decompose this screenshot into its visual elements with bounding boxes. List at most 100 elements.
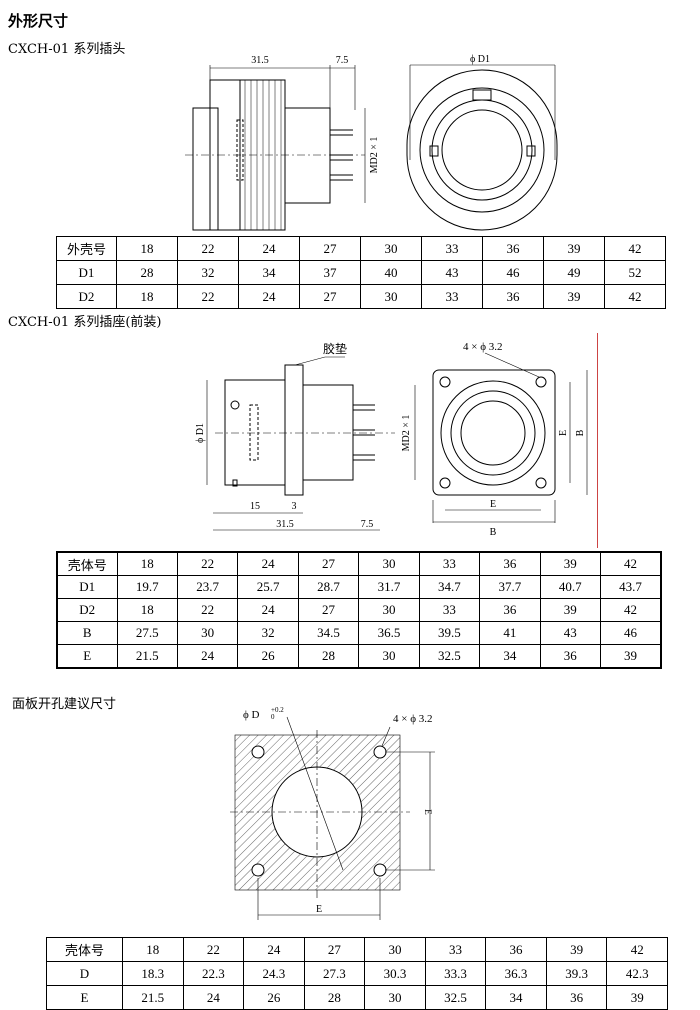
table-cell: 36: [482, 284, 544, 309]
table-cell: 33: [418, 598, 481, 622]
table-cell: 18: [116, 236, 178, 261]
row-header-cell: 壳体号: [56, 551, 118, 576]
table-cell: 28: [116, 260, 178, 285]
label-holes: 4 × ϕ 3.2: [393, 713, 433, 725]
table-cell: 46: [600, 621, 662, 645]
table-cell: 30: [358, 551, 420, 576]
table-cell: 34: [238, 260, 300, 285]
table-cell: 36: [482, 236, 544, 261]
table-cell: 36: [545, 985, 608, 1010]
dim-15: 15: [250, 501, 260, 512]
table-cell: 39.3: [545, 961, 608, 986]
table-cell: 40: [360, 260, 422, 285]
table-cell: 32: [177, 260, 239, 285]
row-header-cell: D2: [56, 598, 118, 622]
table-cell: 18: [122, 937, 184, 962]
label-phi-d: ϕ D: [243, 709, 260, 721]
row-header-cell: D: [46, 961, 123, 986]
table-cell: 42: [600, 598, 662, 622]
table-cell: 42: [604, 284, 666, 309]
table-cell: 30: [360, 236, 422, 261]
label-holes: 4 × ϕ 3.2: [463, 341, 503, 353]
table-cell: 26: [237, 644, 299, 669]
table-cell: 39: [606, 985, 668, 1010]
table-cell: 22: [177, 284, 239, 309]
table-cell: 24: [237, 551, 299, 576]
table-cell: 30: [364, 985, 426, 1010]
table-cell: 36: [479, 551, 541, 576]
label-gasket: 胶垫: [323, 341, 347, 356]
table-cell: 22: [176, 551, 239, 576]
table-cell: 43: [421, 260, 483, 285]
table-cell: 43.7: [600, 575, 662, 599]
table-cell: 33: [424, 937, 487, 962]
table-cell: 36.5: [358, 621, 420, 645]
table-cell: 39: [600, 644, 662, 669]
table-cell: 24: [238, 284, 300, 309]
page-title: 外形尺寸: [8, 12, 69, 30]
row-header-cell: E: [46, 985, 123, 1010]
table-cell: 21.5: [116, 644, 178, 669]
table-cell: 30: [358, 598, 420, 622]
label-tol-upper: +0.2: [271, 706, 284, 714]
table-cell: 42: [606, 937, 668, 962]
table-cell: 30: [360, 284, 422, 309]
dim-b-vert: B: [575, 429, 586, 436]
row-header-cell: E: [56, 644, 118, 669]
row-header-cell: 壳体号: [46, 937, 123, 962]
table-cell: 27: [297, 551, 360, 576]
table-cell: 33: [421, 236, 483, 261]
table-cell: 24: [182, 985, 245, 1010]
dim-3: 3: [292, 501, 297, 512]
table-cell: 36.3: [485, 961, 547, 986]
dim-b: B: [490, 527, 497, 538]
table-cell: 42: [604, 236, 666, 261]
table-cell: 34: [479, 644, 541, 669]
table-cell: 39: [539, 551, 602, 576]
row-header-cell: D1: [56, 260, 117, 285]
table-cell: 34: [485, 985, 547, 1010]
dim-e-vert: E: [558, 430, 569, 436]
row-header-cell: 外壳号: [56, 236, 117, 261]
table-cell: 37.7: [479, 575, 541, 599]
dim-e-vert: E: [423, 809, 433, 815]
dim-7-5: 7.5: [361, 519, 374, 530]
table-cell: 26: [243, 985, 305, 1010]
table-cell: 41: [479, 621, 541, 645]
dim-e: E: [316, 904, 322, 915]
table-cell: 18: [116, 598, 178, 622]
table-cell: 32: [237, 621, 299, 645]
table-cell: 22.3: [182, 961, 245, 986]
row-header-cell: B: [56, 621, 118, 645]
section1-label: CXCH-01 系列插头: [8, 42, 126, 57]
table-cell: 24: [243, 937, 305, 962]
table-cell: 46: [482, 260, 544, 285]
table-cell: 52: [604, 260, 666, 285]
row-header-cell: D2: [56, 284, 117, 309]
table-cell: 34.5: [297, 621, 360, 645]
table-cell: 27: [299, 236, 361, 261]
plug-drawing: 31.5 7.5 ϕ D1 MD2 × 1: [185, 54, 558, 231]
table-cell: 39: [543, 236, 605, 261]
table-cell: 36: [479, 598, 541, 622]
table-cell: 18.3: [122, 961, 184, 986]
dim-phi-d1: ϕ D1: [470, 54, 490, 65]
table-cell: 30.3: [364, 961, 426, 986]
table-cell: 28: [303, 985, 366, 1010]
panel-cutout-drawing: ϕ D +0.2 0 4 × ϕ 3.2 E E: [230, 706, 435, 920]
dim-7-5: 7.5: [336, 55, 349, 66]
table-cell: 30: [358, 644, 420, 669]
table-cell: 23.7: [176, 575, 239, 599]
section2-label: CXCH-01 系列插座(前装): [8, 315, 162, 330]
table-cell: 27.5: [116, 621, 178, 645]
table-cell: 39: [539, 598, 602, 622]
